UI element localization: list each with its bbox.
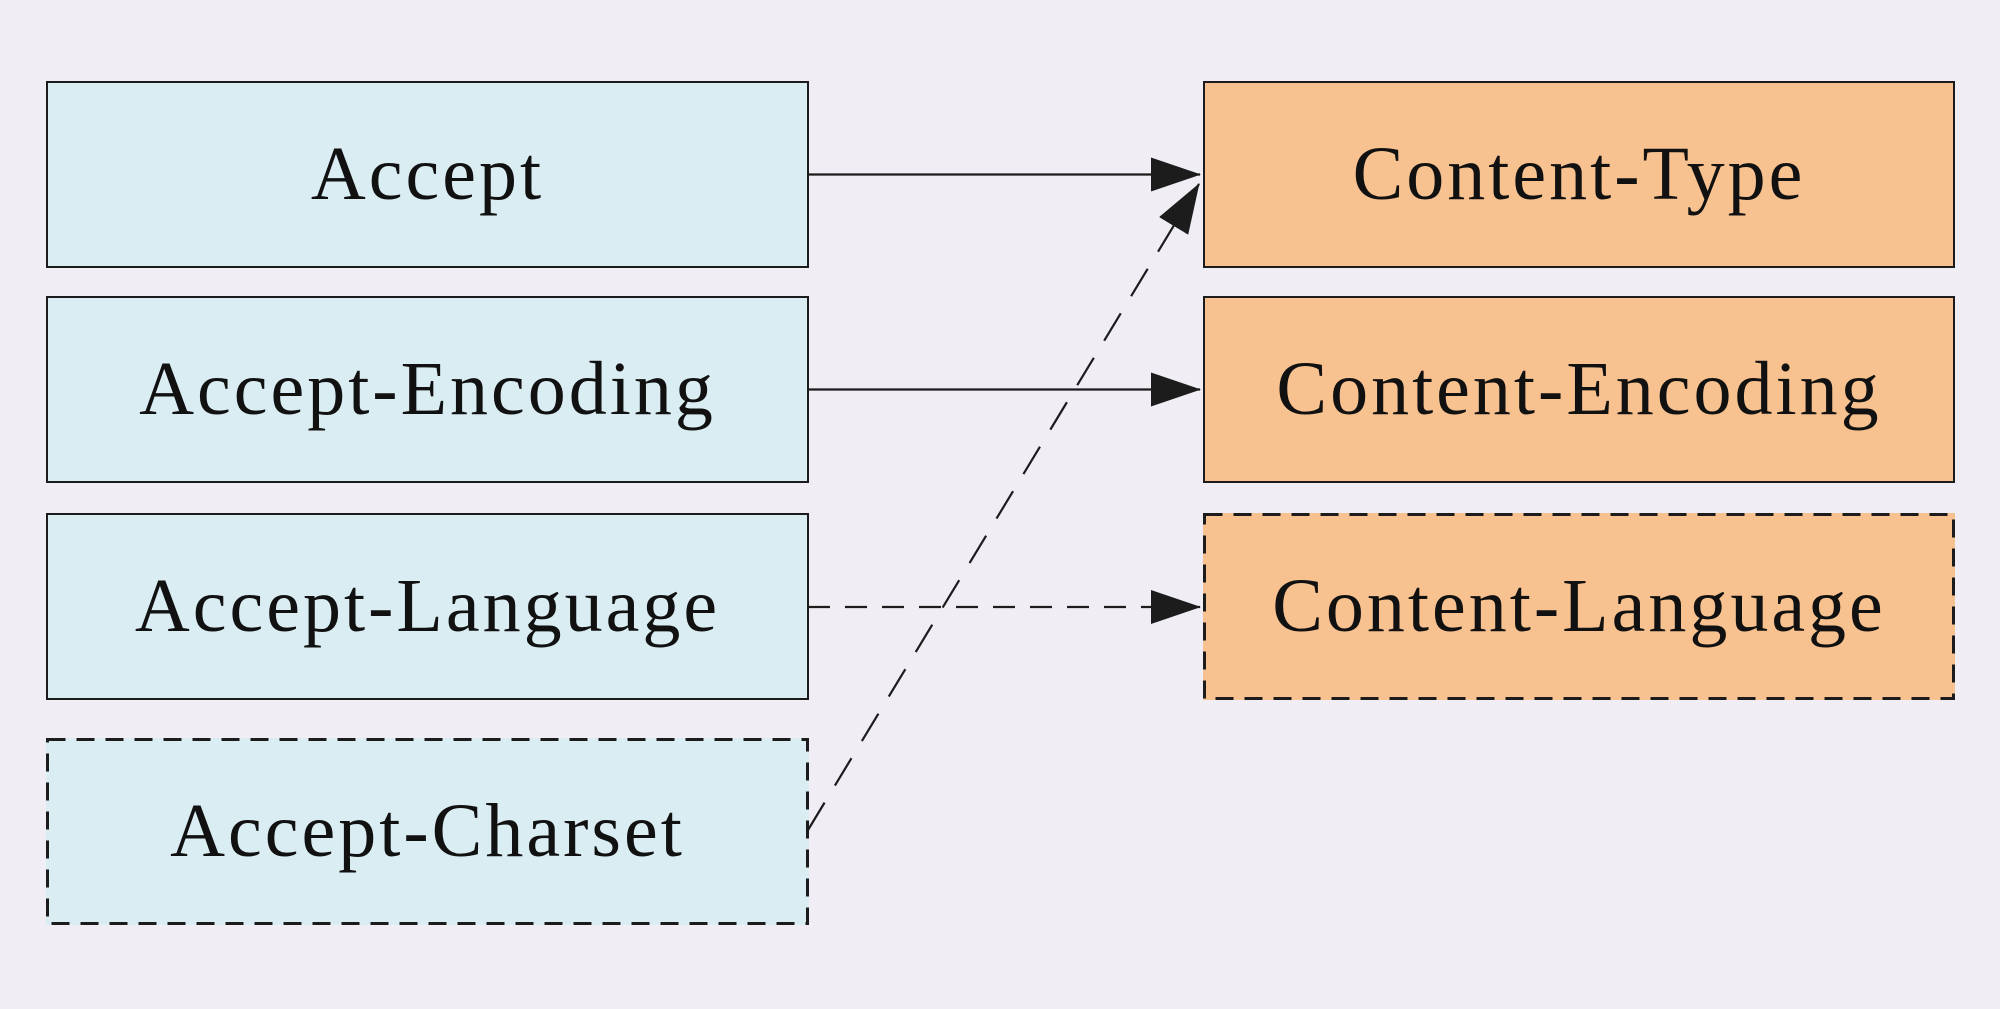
box-request-accept-label: Accept (310, 132, 545, 216)
box-request-accept-language-label: Accept-Language (134, 564, 721, 648)
box-request-accept: Accept (46, 81, 809, 268)
box-response-content-type: Content-Type (1203, 81, 1955, 268)
box-request-accept-language: Accept-Language (46, 513, 809, 700)
box-response-content-language-label: Content-Language (1272, 564, 1886, 648)
box-request-accept-encoding-label: Accept-Encoding (139, 347, 716, 431)
box-response-content-encoding-label: Content-Encoding (1276, 347, 1882, 431)
box-request-accept-encoding: Accept-Encoding (46, 296, 809, 483)
box-response-content-type-label: Content-Type (1352, 132, 1806, 216)
box-response-content-language: Content-Language (1203, 513, 1955, 700)
arrow-accept-charset-to-content-type (807, 183, 1200, 831)
box-request-accept-charset-label: Accept-Charset (170, 789, 685, 873)
box-response-content-encoding: Content-Encoding (1203, 296, 1955, 483)
box-request-accept-charset: Accept-Charset (46, 738, 809, 925)
